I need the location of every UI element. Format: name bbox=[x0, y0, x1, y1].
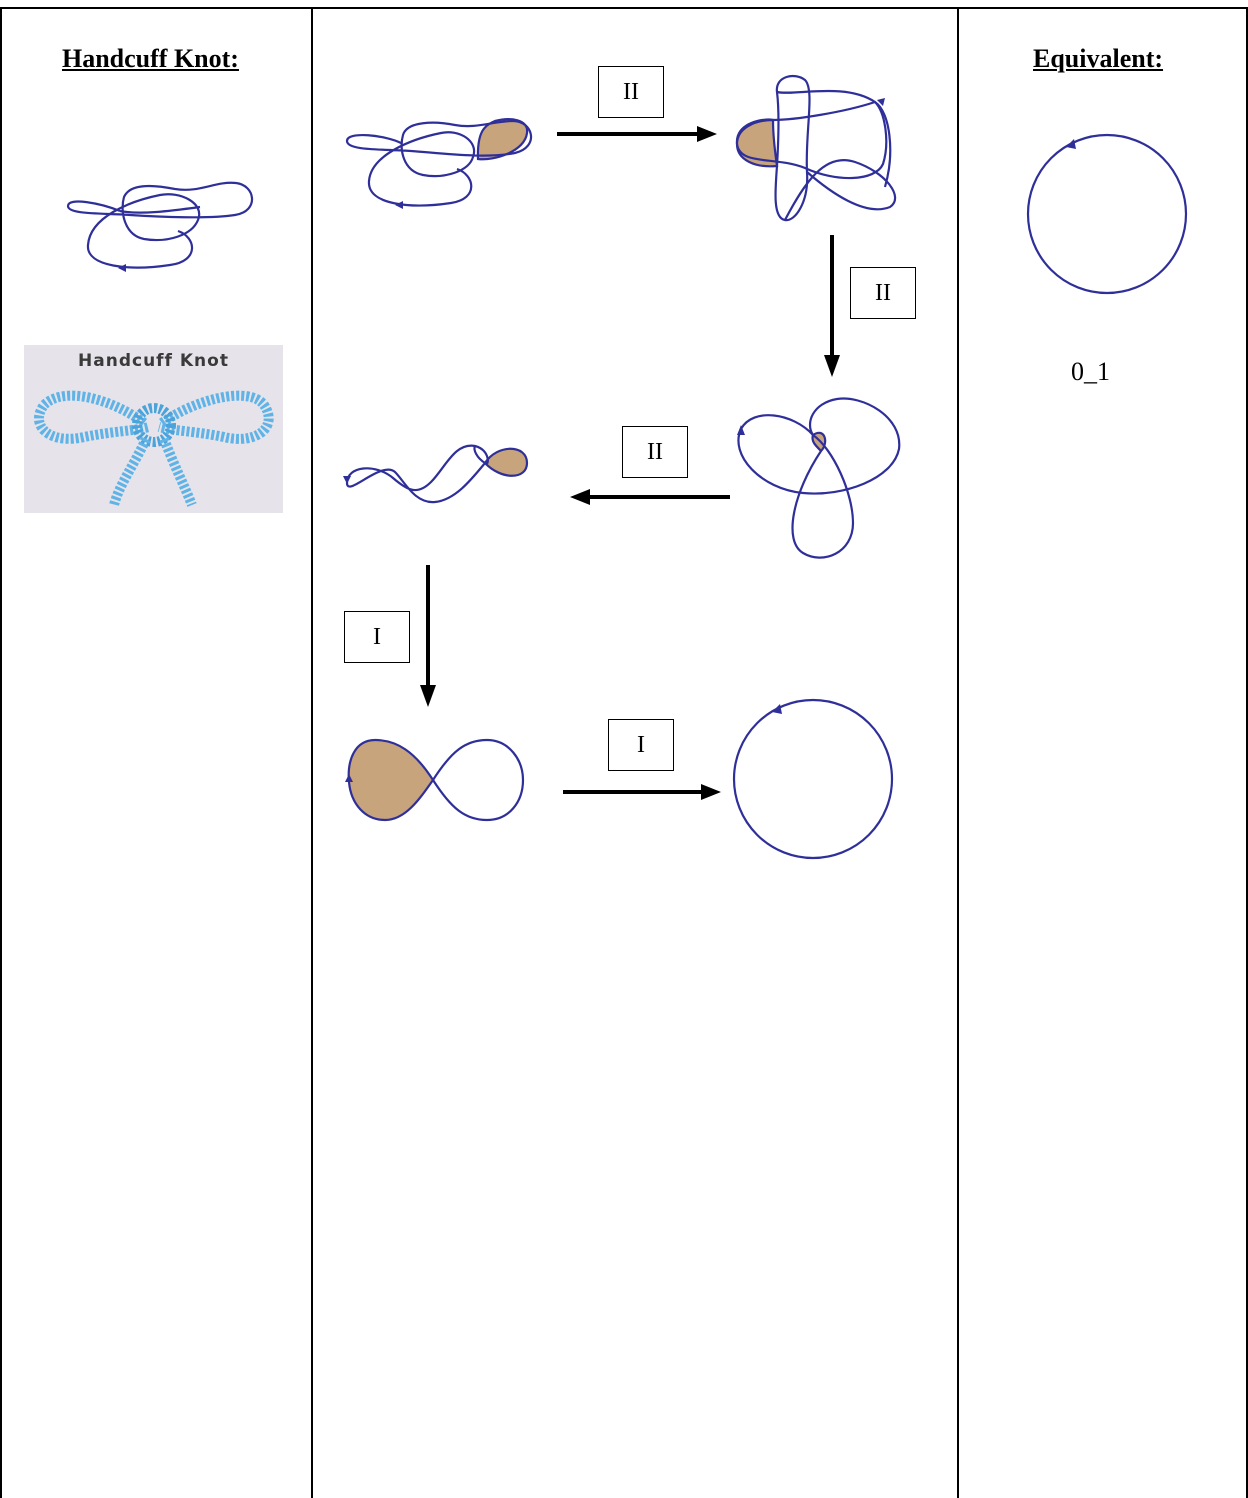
photo-title: Handcuff Knot bbox=[78, 351, 229, 371]
column-divider-right bbox=[957, 8, 959, 1498]
move-label-4: I bbox=[344, 611, 410, 663]
move-label-2: II bbox=[850, 267, 916, 319]
equivalent-knot-name: 0_1 bbox=[1071, 357, 1110, 386]
arrow-move-2 bbox=[824, 235, 840, 377]
knot-step-2 bbox=[735, 74, 897, 222]
equivalent-unknot-diagram bbox=[1026, 133, 1188, 295]
handcuff-knot-photo: Handcuff Knot bbox=[24, 345, 283, 513]
equivalent-heading: Equivalent: bbox=[1033, 44, 1164, 73]
knot-step-6-unknot bbox=[732, 698, 894, 860]
knot-step-1 bbox=[345, 118, 533, 209]
handcuff-knot-heading: Handcuff Knot: bbox=[62, 44, 239, 73]
move-label-1: II bbox=[598, 66, 664, 118]
arrow-move-5 bbox=[563, 784, 721, 800]
move-label-3: II bbox=[622, 426, 688, 478]
column-divider-left bbox=[311, 8, 313, 1498]
move-label-5: I bbox=[608, 719, 674, 771]
table-right-border bbox=[1246, 8, 1248, 1498]
table-left-border bbox=[0, 8, 2, 1498]
arrow-move-4 bbox=[420, 565, 436, 707]
knot-step-4 bbox=[343, 444, 529, 504]
rope-illustration bbox=[34, 390, 274, 507]
knot-step-5 bbox=[345, 738, 525, 822]
arrow-move-1 bbox=[557, 126, 717, 142]
handcuff-knot-diagram bbox=[66, 181, 254, 272]
arrow-move-3 bbox=[570, 489, 730, 505]
table-top-border bbox=[0, 7, 1248, 9]
knot-step-3 bbox=[737, 397, 901, 559]
